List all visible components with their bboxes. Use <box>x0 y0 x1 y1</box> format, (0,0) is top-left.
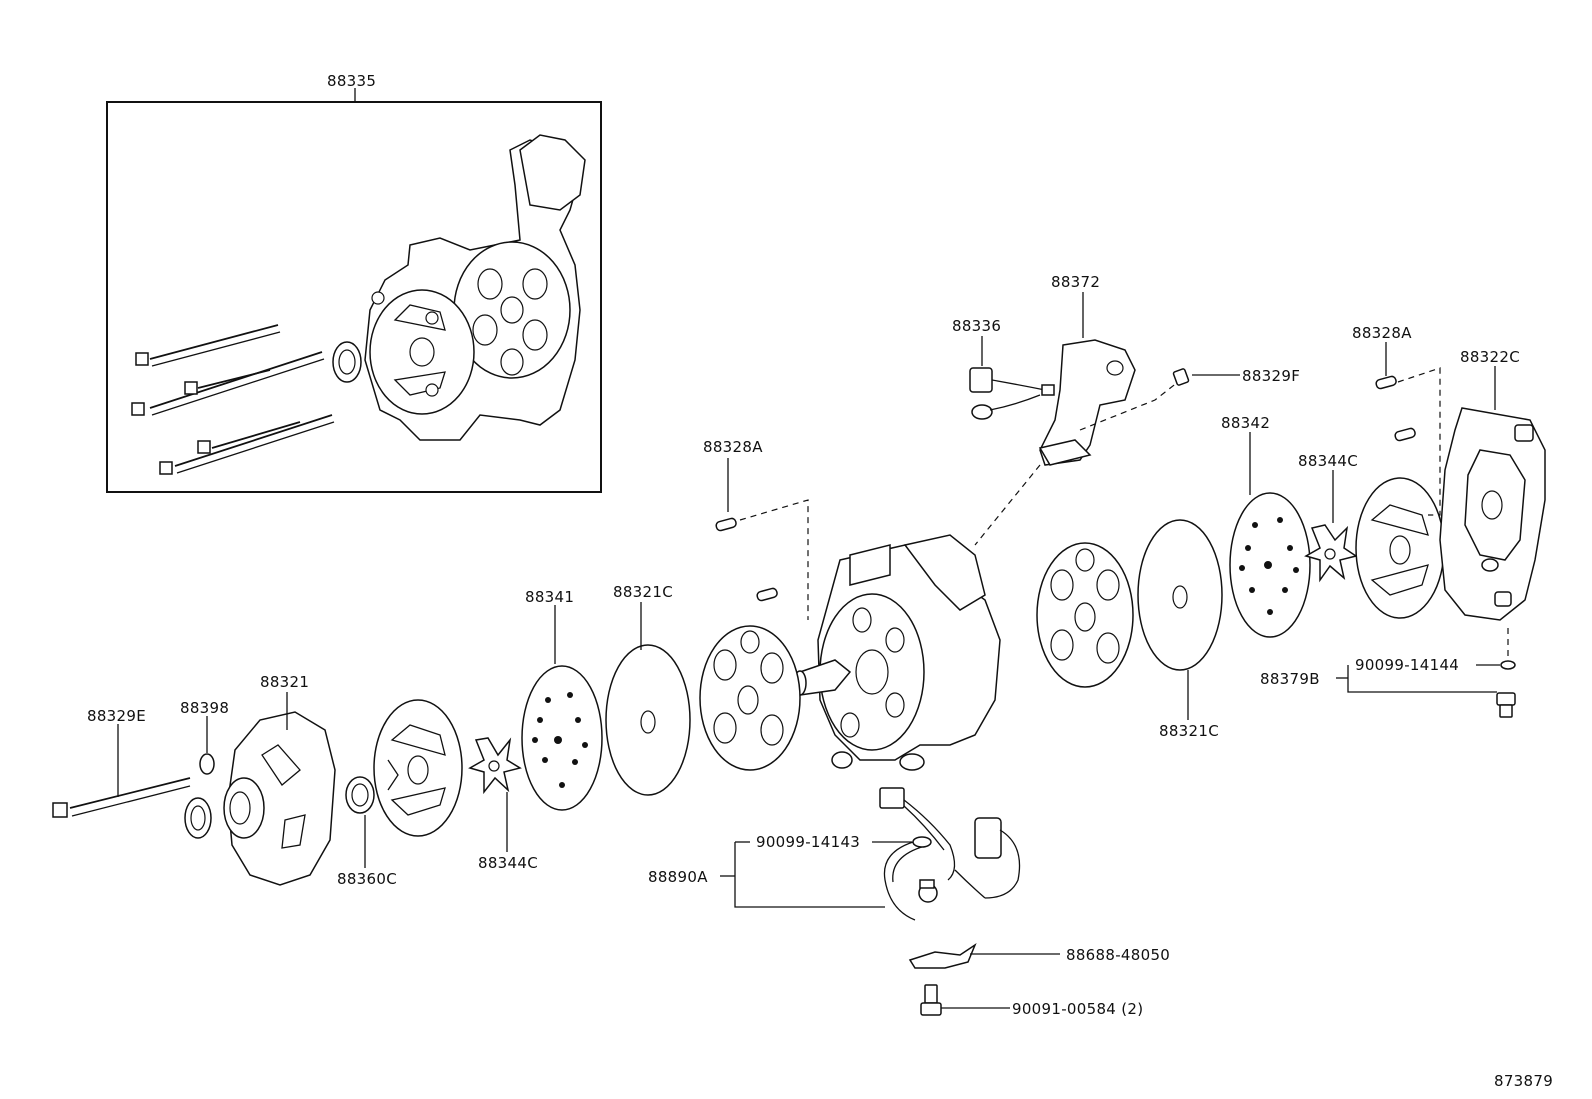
relief-valve-88379b <box>1336 628 1516 718</box>
figure-number: 873879 <box>1494 1072 1553 1090</box>
callout-88321c-left: 88321C <box>613 583 673 601</box>
compressor-assembly-inset <box>106 88 602 493</box>
valve-plate-right <box>1036 542 1134 688</box>
suction-valve-88344c-right <box>1304 470 1358 583</box>
sensor-88336 <box>969 336 1055 420</box>
rear-cylinder-plate <box>1355 427 1445 619</box>
rear-housing-88322c <box>1439 366 1546 621</box>
callout-88360c: 88360C <box>337 870 397 888</box>
reed-valve-88341 <box>521 605 603 811</box>
gasket-88321c-right <box>1137 519 1223 720</box>
pin-88328a-right <box>1375 342 1441 516</box>
callout-88342: 88342 <box>1221 414 1270 432</box>
valve-plate-left <box>699 625 801 771</box>
callout-88335: 88335 <box>327 72 376 90</box>
bolt-90091-00584 <box>920 984 1010 1016</box>
callout-88398: 88398 <box>180 699 229 717</box>
callout-90091-00584: 90091-00584 (2) <box>1012 1000 1143 1018</box>
callout-90099-14143: 90099-14143 <box>756 833 860 851</box>
pin-88328a-left <box>715 499 809 620</box>
compressor-body <box>793 534 1001 771</box>
front-valve-plate <box>373 699 463 837</box>
callout-88372: 88372 <box>1051 273 1100 291</box>
screw-88329f <box>1172 368 1240 386</box>
front-housing-88321 <box>223 692 336 886</box>
callout-88328a-right: 88328A <box>1352 324 1412 342</box>
callout-88890a: 88890A <box>648 868 708 886</box>
washer-88398 <box>199 716 215 775</box>
callout-90099-14144: 90099-14144 <box>1355 656 1459 674</box>
callout-88336: 88336 <box>952 317 1001 335</box>
clamp-88688-48050 <box>908 943 1060 969</box>
bolt-88329e <box>52 724 191 818</box>
gasket-88321c-left <box>605 602 691 796</box>
bracket-88372 <box>974 292 1179 546</box>
callout-88321: 88321 <box>260 673 309 691</box>
wire-harness-88890a <box>720 787 1021 921</box>
callout-88344c-right: 88344C <box>1298 452 1358 470</box>
callout-88322c: 88322C <box>1460 348 1520 366</box>
callout-88379b: 88379B <box>1260 670 1320 688</box>
callout-88341: 88341 <box>525 588 574 606</box>
callout-88688-48050: 88688-48050 <box>1066 946 1170 964</box>
callout-88329e: 88329E <box>87 707 146 725</box>
callout-88329f: 88329F <box>1242 367 1300 385</box>
suction-valve-88344c-left <box>468 737 522 852</box>
oil-seal <box>184 797 212 839</box>
callout-88344c-left: 88344C <box>478 854 538 872</box>
callout-88328a-left: 88328A <box>703 438 763 456</box>
through-bolts-inset <box>131 324 335 475</box>
reed-valve-88342 <box>1229 432 1311 638</box>
callout-88321c-right: 88321C <box>1159 722 1219 740</box>
plug-88360c <box>345 776 375 868</box>
